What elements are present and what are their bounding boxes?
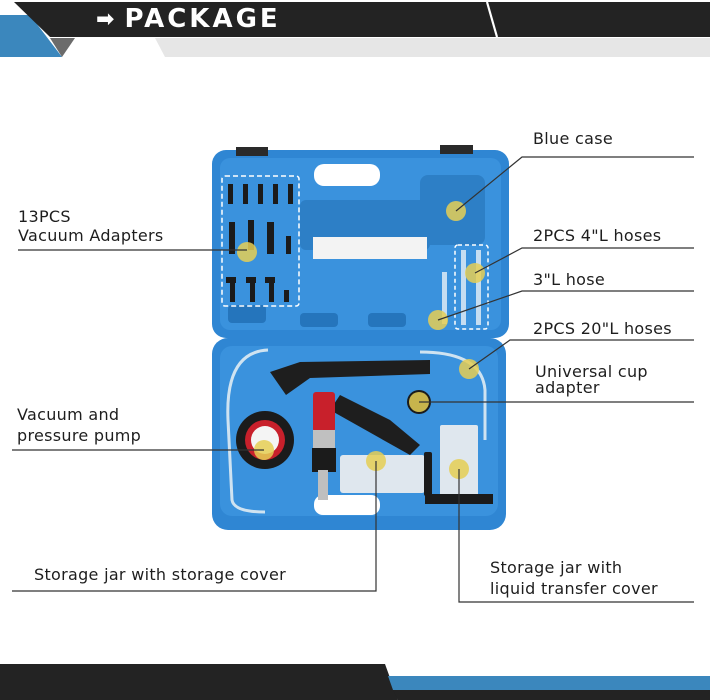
callout-vacuum-adapters: 13PCS Vacuum Adapters	[18, 207, 164, 245]
header-banner: ➡ PACKAGE	[0, 0, 710, 60]
callout-line: 3"L hose	[533, 270, 606, 289]
callout-line: liquid transfer cover	[490, 579, 658, 598]
arrow-right-icon: ➡	[96, 6, 115, 32]
callout-line: Vacuum Adapters	[18, 226, 164, 245]
callout-line: 2PCS 4"L hoses	[533, 226, 662, 245]
header-graphic	[0, 1, 710, 57]
callout-line: Vacuum and	[17, 405, 120, 424]
callout-jar-storage: Storage jar with storage cover	[34, 565, 286, 584]
callout-line: adapter	[535, 378, 600, 397]
callout-line: 2PCS 20"L hoses	[533, 319, 672, 338]
callout-line: 13PCS	[18, 207, 71, 226]
callout-blue-case: Blue case	[533, 129, 613, 148]
callout-hoses-20l: 2PCS 20"L hoses	[533, 319, 672, 338]
callout-hoses-4l: 2PCS 4"L hoses	[533, 226, 661, 245]
callout-line: Storage jar with storage cover	[34, 565, 286, 584]
footer-banner	[0, 664, 710, 700]
title-text: PACKAGE	[124, 4, 281, 34]
footer-graphic	[0, 664, 710, 700]
callout-hose-3l: 3"L hose	[533, 270, 605, 289]
callout-pump: Vacuum and pressure pump	[17, 404, 141, 446]
callout-line: Storage jar with	[490, 558, 623, 577]
callout-line: pressure pump	[17, 426, 142, 445]
callout-cup-adapter: Universal cup adapter	[535, 364, 648, 396]
callout-line: Universal cup	[535, 362, 648, 381]
callout-line: Blue case	[533, 129, 613, 148]
page-title: ➡ PACKAGE	[96, 4, 281, 34]
callout-jar-transfer: Storage jar with liquid transfer cover	[490, 557, 658, 599]
